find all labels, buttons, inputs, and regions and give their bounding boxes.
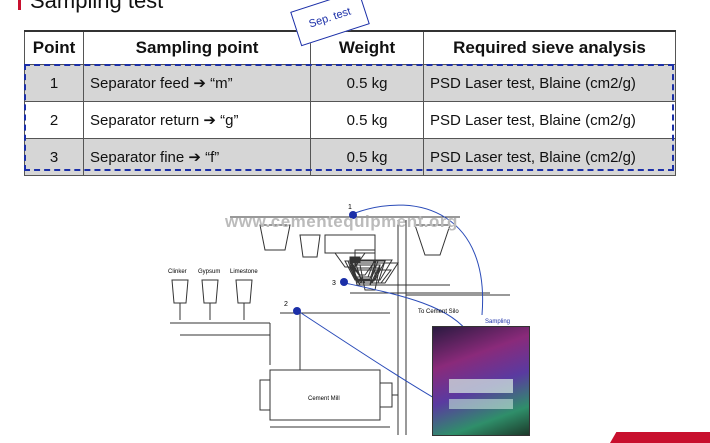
cell-weight: 0.5 kg xyxy=(310,64,424,102)
label-sampling: Sampling xyxy=(485,319,510,325)
hopper-near-3 xyxy=(349,262,399,284)
table-row: 3 Separator fine ➔ “f” 0.5 kg PSD Laser … xyxy=(24,138,676,176)
table-header-row: Point Sampling point Weight Required sie… xyxy=(24,30,676,65)
header-analysis: Required sieve analysis xyxy=(423,30,676,65)
cell-point: 1 xyxy=(24,64,84,102)
cell-sampling-point: Separator feed ➔ “m” xyxy=(83,64,311,102)
header-point: Point xyxy=(24,30,84,65)
arrow-point-3 xyxy=(344,282,471,336)
bag-label-band xyxy=(449,379,513,393)
arrow-point-1 xyxy=(354,204,484,316)
cell-analysis: PSD Laser test, Blaine (cm2/g) xyxy=(423,101,676,139)
cement-mill-flow-diagram: 1 2 3 Clinker Gypsum Limestone To Cement… xyxy=(168,204,510,435)
label-gypsum: Gypsum xyxy=(198,269,220,275)
mill-inlet xyxy=(259,379,271,411)
sample-point-1-dot xyxy=(349,211,357,219)
sample-point-3-dot xyxy=(340,278,348,286)
sample-bag-photo xyxy=(432,326,530,436)
header-sampling-point: Sampling point xyxy=(83,30,311,65)
label-to-cement-silo: To Cement Silo xyxy=(418,309,459,315)
table-row: 2 Separator return ➔ “g” 0.5 kg PSD Lase… xyxy=(24,101,676,139)
label-clinker: Clinker xyxy=(168,269,187,275)
sample-point-2-dot xyxy=(293,307,301,315)
cyclone-2 xyxy=(299,234,321,258)
cell-sampling-point: Separator fine ➔ “f” xyxy=(83,138,311,176)
cell-sampling-point: Separator return ➔ “g” xyxy=(83,101,311,139)
page-title: Sampling test xyxy=(30,0,164,13)
cell-point: 3 xyxy=(24,138,84,176)
cement-mill-body xyxy=(269,369,381,421)
table-row: 1 Separator feed ➔ “m” 0.5 kg PSD Laser … xyxy=(24,64,676,102)
cell-analysis: PSD Laser test, Blaine (cm2/g) xyxy=(423,64,676,102)
hopper-clinker xyxy=(171,279,189,304)
cyclone-1 xyxy=(259,224,291,251)
title-accent-bar xyxy=(18,0,21,10)
point-3-label: 3 xyxy=(332,280,336,287)
label-cement-mill: Cement Mill xyxy=(308,396,340,402)
bag-label-band-2 xyxy=(449,399,513,409)
cone-line xyxy=(351,264,381,282)
right-filter xyxy=(414,224,451,256)
cell-analysis: PSD Laser test, Blaine (cm2/g) xyxy=(423,138,676,176)
watermark-text: www.cementequipment.org xyxy=(225,212,458,231)
cell-weight: 0.5 kg xyxy=(310,101,424,139)
hopper-limestone xyxy=(235,279,253,304)
mill-outlet xyxy=(379,382,393,408)
point-1-label: 1 xyxy=(348,204,352,211)
hopper-gypsum xyxy=(201,279,219,304)
red-corner-accent xyxy=(610,432,710,443)
cell-point: 2 xyxy=(24,101,84,139)
cell-weight: 0.5 kg xyxy=(310,138,424,176)
sampling-table: Point Sampling point Weight Required sie… xyxy=(24,30,676,176)
label-limestone: Limestone xyxy=(230,269,258,275)
point-2-label: 2 xyxy=(284,301,288,308)
